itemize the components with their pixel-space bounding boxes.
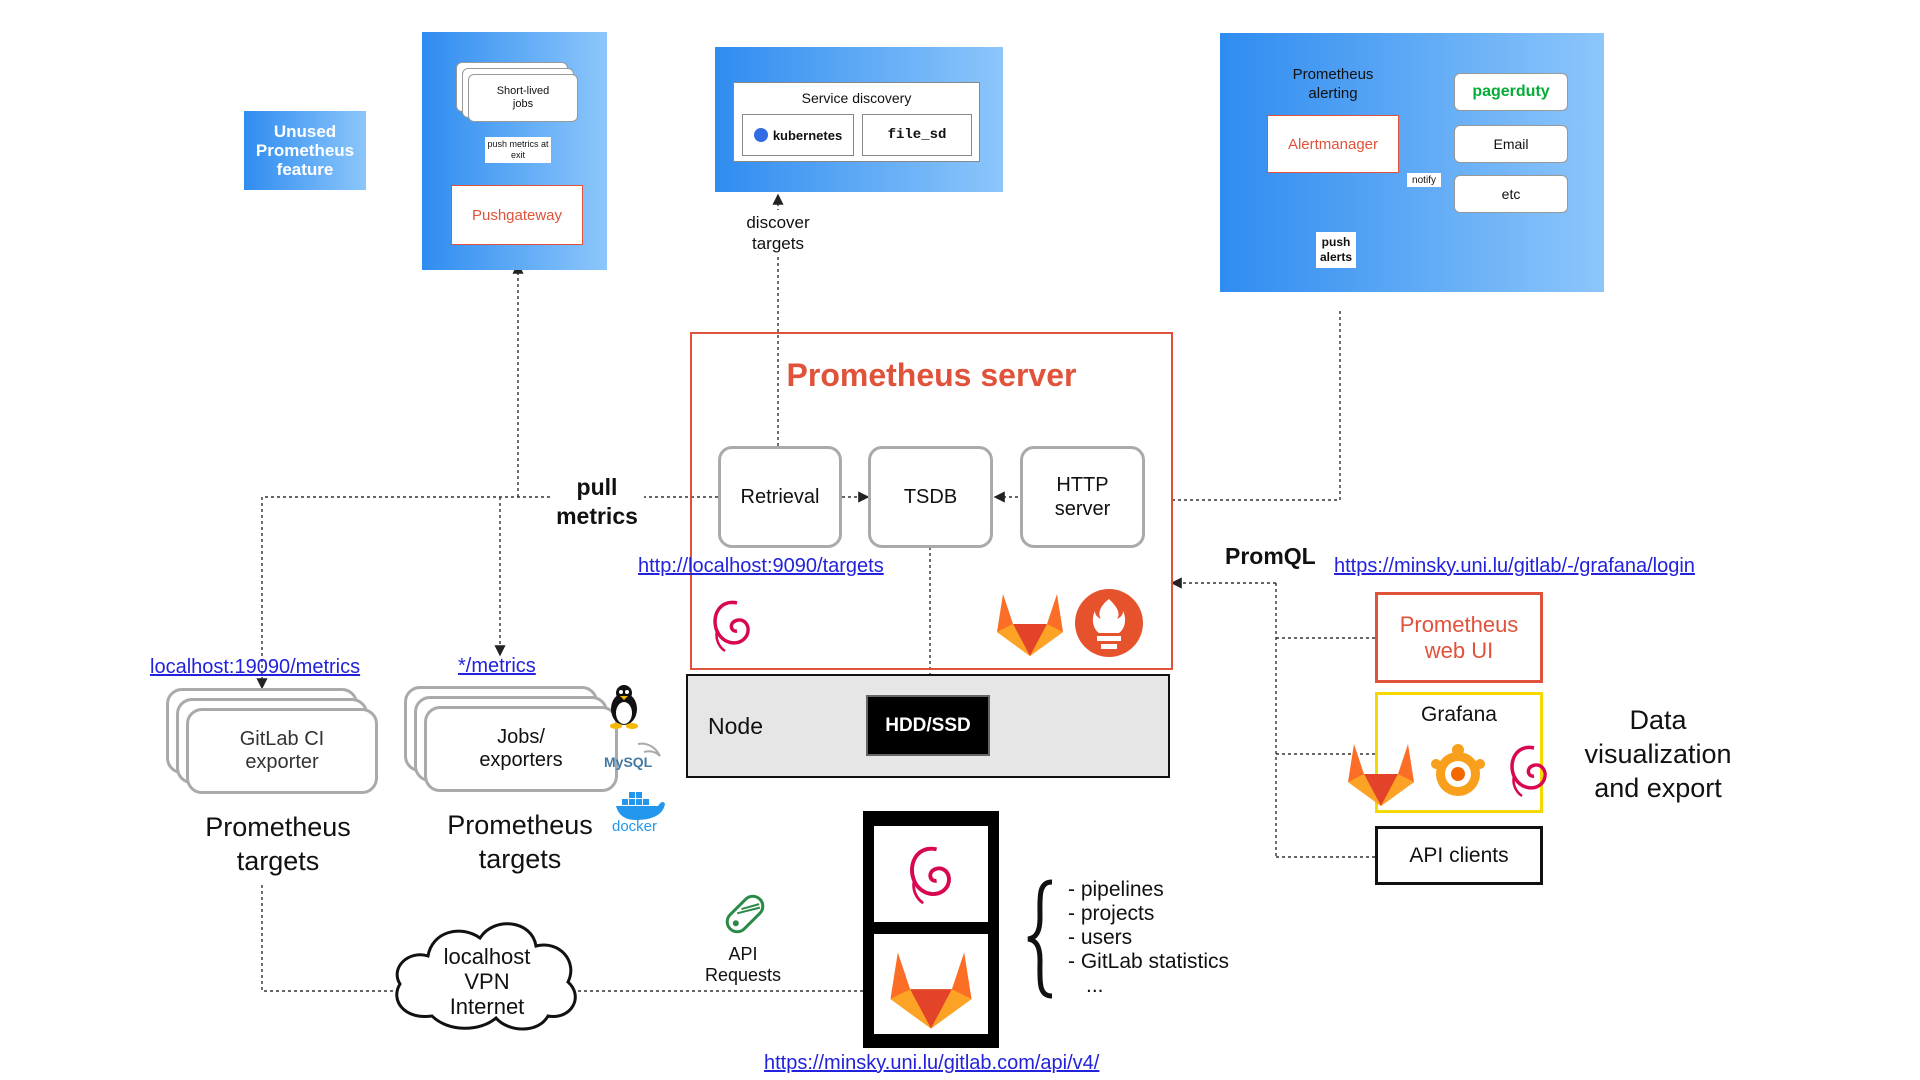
etc-label: etc (1501, 186, 1521, 202)
node-label: Node (708, 713, 763, 739)
pushgateway-box: Pushgateway (451, 185, 583, 245)
kubernetes-box: kubernetes (742, 114, 854, 156)
service-discovery-title: Service discovery (801, 90, 912, 106)
file-sd-label: file_sd (887, 127, 947, 143)
alertmanager-label: Alertmanager (1287, 135, 1379, 153)
prometheus-web-ui-label: Prometheus web UI (1399, 611, 1519, 663)
push-metrics-label-box: push metrics at exit (485, 137, 551, 163)
curly-brace-icon (1027, 879, 1053, 999)
alerting-title: Prometheus alerting (1292, 66, 1374, 102)
grafana-url-link[interactable]: https://minsky.uni.lu/gitlab/-/grafana/l… (1334, 555, 1695, 577)
short-lived-jobs-label: Short-lived jobs (496, 85, 550, 110)
mysql-label: MySQL (604, 754, 653, 770)
push-metrics-label: push metrics at exit (487, 139, 549, 160)
linux-tux-icon (610, 685, 638, 729)
alertmanager-box: Alertmanager (1267, 115, 1399, 173)
push-alerts-label: push alerts (1319, 235, 1353, 264)
api-clients-label: API clients (1409, 843, 1509, 867)
tsdb-label: TSDB (903, 485, 958, 508)
jobs-exporters-label: Jobs/ exporters (479, 726, 563, 771)
gitlab-api-list: - pipelines - projects - users - GitLab … (1068, 878, 1229, 998)
gitlab-exporter-url-link[interactable]: localhost:19090/metrics (150, 656, 361, 678)
grafana-icon (1431, 744, 1485, 796)
grafana-label: Grafana (1421, 703, 1497, 726)
hdd-ssd-box: HDD/SSD (866, 695, 990, 756)
prometheus-targets-left-caption: Prometheus targets (205, 812, 351, 876)
email-label: Email (1493, 136, 1529, 152)
push-alerts-label-box: push alerts (1316, 232, 1356, 268)
metrics-url-link[interactable]: */metrics (458, 655, 536, 677)
docker-label: docker (612, 818, 658, 835)
hdd-ssd-label: HDD/SSD (885, 714, 971, 736)
prometheus-web-ui-box[interactable]: Prometheus web UI (1375, 592, 1543, 683)
promql-label: PromQL (1225, 543, 1316, 569)
pull-metrics-label: pull metrics (556, 474, 638, 529)
notify-label: notify (1412, 174, 1436, 186)
email-box: Email (1454, 125, 1568, 163)
list-item: - GitLab statistics (1068, 950, 1230, 973)
cloud-icon (395, 922, 577, 1031)
list-item: ... (1086, 974, 1104, 997)
short-lived-jobs-box: Short-lived jobs (468, 74, 578, 122)
debian-swirl-icon (910, 846, 951, 905)
pagerduty-label: pagerduty (1472, 83, 1550, 100)
jobs-exporters-card: Jobs/ exporters (424, 706, 618, 792)
prometheus-targets-mid-caption: Prometheus targets (447, 810, 593, 874)
list-item: - pipelines (1068, 878, 1164, 901)
retrieval-box: Retrieval (718, 446, 842, 548)
targets-url-link[interactable]: http://localhost:9090/targets (638, 555, 884, 577)
tsdb-box: TSDB (868, 446, 993, 548)
kubernetes-label: kubernetes (772, 127, 843, 143)
prometheus-server-box (690, 332, 1173, 670)
api-clients-box[interactable]: API clients (1375, 826, 1543, 885)
mysql-logo: MySQL (604, 738, 666, 774)
gitlab-exporter-card: GitLab CI exporter (186, 708, 378, 794)
debian-swirl-icon (1510, 745, 1547, 798)
gitlab-fox-icon (890, 952, 972, 1029)
legend-unused-feature: Unused Prometheus feature (244, 111, 366, 190)
http-server-label: HTTP server (1054, 474, 1111, 520)
gitlab-fox-icon (997, 594, 1063, 656)
network-line-left (261, 885, 402, 992)
pushgateway-label: Pushgateway (471, 206, 563, 224)
docker-whale-icon (616, 792, 665, 820)
discover-targets-label-box: discover targets (738, 210, 818, 256)
prometheus-torch-icon (1075, 589, 1143, 657)
mysql-dolphin-icon (637, 742, 661, 757)
api-requests-label: API Requests (704, 944, 782, 985)
prometheus-server-title: Prometheus server (786, 357, 1077, 393)
kubernetes-icon (753, 128, 768, 142)
cloud-label: localhost VPN Internet (443, 944, 531, 1019)
debian-swirl-icon (713, 600, 750, 653)
http-server-box: HTTP server (1020, 446, 1145, 548)
notify-label-box: notify (1407, 173, 1441, 187)
list-item: - projects (1068, 902, 1155, 925)
etc-box: etc (1454, 175, 1568, 213)
list-item: - users (1068, 926, 1133, 949)
retrieval-label: Retrieval (740, 485, 820, 508)
legend-text: Unused Prometheus feature (255, 122, 355, 179)
pull-metrics-label-box: pull metrics (550, 470, 644, 534)
file-sd-box: file_sd (862, 114, 972, 156)
api-tag-icon (725, 894, 765, 934)
discover-targets-label: discover targets (746, 213, 810, 253)
push-alerts-line (1172, 310, 1341, 501)
pagerduty-box: pagerduty (1454, 73, 1568, 111)
gitlab-fox-icon (1348, 744, 1414, 806)
data-viz-label: Data visualization and export (1584, 705, 1732, 803)
gitlab-exporter-label: GitLab CI exporter (239, 728, 325, 773)
gitlab-api-url-link[interactable]: https://minsky.uni.lu/gitlab.com/api/v4/ (764, 1052, 1100, 1074)
